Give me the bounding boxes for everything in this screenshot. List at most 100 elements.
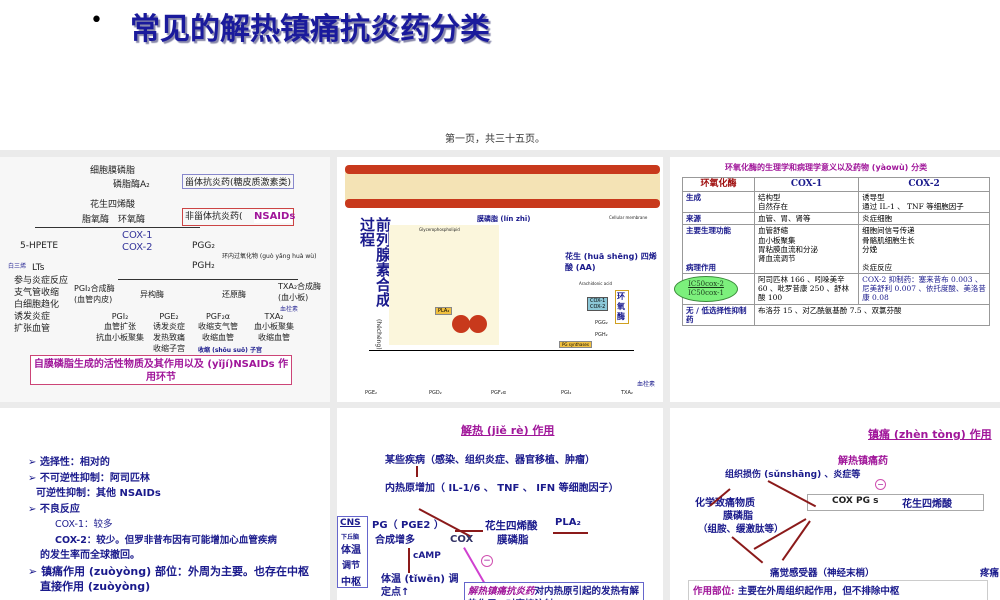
lts-effects: 参与炎症反应 支气管收缩 白细胞趋化 诱发炎症 扩张血管: [14, 275, 68, 335]
aa-label: 花生 (huā shēng) 四烯酸 (AA): [565, 252, 657, 272]
item-text: COX-2：较少。但罗非昔布因有可能增加心血管疾病: [55, 534, 277, 546]
list-item: ➢ 选择性：相对的: [28, 455, 309, 471]
cox1-label: COX-1: [122, 230, 153, 241]
pl-label: 膜磷脂: [723, 511, 753, 522]
slide-7-analgesic[interactable]: 镇痛 (zhèn tòng) 作用 解热镇痛药 组织损伤 (sǔnshāng) …: [670, 408, 1000, 600]
table-cell: 布洛芬 15 、对乙酰氨基酚 7.5 、双氯芬酸: [754, 303, 990, 326]
site-box: 作用部位: 主要在外周组织起作用，但不排除中枢: [688, 580, 988, 600]
header-cell: 环氧化酶: [682, 177, 755, 192]
row-header: 生成: [682, 190, 755, 214]
list-item: 可逆性抑制：其他 NSAIDs: [28, 486, 309, 502]
item-text: 镇痛作用 (zuòyòng) 部位：外周为主要。也存在中枢: [41, 564, 309, 578]
pgh2-label: PGH₂: [595, 332, 608, 338]
table-row: 来源血管、胃、肾等炎症细胞: [682, 212, 990, 226]
table-header-row: 环氧化酶 COX-1 COX-2: [682, 177, 990, 192]
lts-effect: 诱发炎症: [14, 312, 51, 322]
product-pgd2: PGD₂: [429, 390, 442, 396]
arrow-icon: ➢: [28, 564, 38, 578]
node-pgg2: PGG₂: [192, 241, 215, 251]
slide-4-cox-table[interactable]: 环氧化酶的生理学和病理学意义以及药物 (yàowù) 分类 环氧化酶 COX-1…: [670, 157, 1000, 402]
list-item: 直接作用 (zuòyòng): [28, 579, 309, 595]
enzyme-reductase: 还原酶: [222, 290, 246, 299]
product-pgf2a: PGF₂α: [491, 390, 507, 396]
head-circle: [469, 315, 487, 333]
list-item: ➢ 镇痛作用 (zuòyòng) 部位：外周为主要。也存在中枢: [28, 564, 309, 580]
list-item: COX-2：较少。但罗非昔布因有可能增加心血管疾病: [28, 533, 309, 549]
product-name: PGI₂: [111, 312, 129, 321]
title-bullet: •: [90, 8, 103, 33]
product-bar: [369, 350, 634, 351]
slide-5-selectivity[interactable]: ➢ 选择性：相对的 ➢ 不可逆性抑制：阿司匹林 可逆性抑制：其他 NSAIDs …: [0, 408, 330, 600]
cox-table: 环氧化酶 COX-1 COX-2 生成结构型 自然存在诱导型 通过 IL-1 、…: [674, 177, 990, 326]
row-header-cloud-cell: IC50cox-2 IC50cox-1: [674, 273, 755, 305]
slide-3-pg-synthesis[interactable]: Cellular membrane 前列腺素合成过程 (héchéng) Gly…: [337, 157, 663, 402]
setpoint: 体温 (tǐwēn) 调定点↑: [381, 574, 459, 598]
aa-label: 花生四烯酸: [485, 520, 538, 532]
product-effects: 血管扩张 抗血小板聚集: [96, 322, 144, 342]
lts-effect: 支气管收缩: [14, 288, 60, 298]
list-item: 的发生率而全球撤回。: [28, 548, 309, 564]
bullet-list: ➢ 选择性：相对的 ➢ 不可逆性抑制：阿司匹林 可逆性抑制：其他 NSAIDs …: [28, 455, 309, 595]
cox-enzyme-label: 环氧酶: [615, 290, 629, 324]
slide-title: 解热 (jiě rè) 作用: [461, 424, 555, 437]
page-footer: 第一页，共三十五页。: [445, 134, 545, 145]
steroid-box: 甾体抗炎药(糖皮质激素类): [182, 174, 295, 189]
row-header: 主要生理功能 病理作用: [682, 224, 755, 275]
hypothalamus: 下丘脑: [341, 534, 360, 541]
slide-1-title[interactable]: • 常见的解热镇痛抗炎药分类 第一页，共三十五页。: [0, 0, 1000, 150]
synthases-tag: PG synthases: [559, 341, 592, 348]
pg-increase: 合成增多: [375, 535, 415, 546]
head-circle: [452, 315, 470, 333]
node-pgh2: PGH₂: [192, 261, 215, 271]
arrow: [781, 520, 811, 561]
lts-effect: 参与炎症反应: [14, 276, 69, 286]
arrow: [416, 466, 418, 477]
lts-effect: 扩张血管: [14, 324, 51, 334]
lts-effect: 白细胞趋化: [14, 300, 60, 310]
cloud-line: IC50cox-2: [688, 279, 724, 288]
site-text: 主要在外周组织起作用，但不排除中枢: [737, 586, 900, 597]
enzyme-isomerase: 异构酶: [140, 290, 164, 299]
nsaid-box: 非甾体抗炎药(: [182, 208, 294, 226]
drug-label: 解热镇痛药: [838, 456, 888, 467]
node-pla2: 磷脂酶A₂: [113, 180, 150, 190]
slide-6-antipyretic[interactable]: 解热 (jiě rè) 作用 某些疾病（感染、组织炎症、器官移植、肿瘤） 内热原…: [337, 408, 663, 600]
thrombo-label: 血栓素: [637, 381, 656, 388]
item-text: 可逆性抑制：其他 NSAIDs: [36, 488, 161, 499]
node-aa: 花生四烯酸: [90, 200, 136, 210]
header-cell: COX-1: [753, 177, 860, 192]
ic50-cloud: IC50cox-2 IC50cox-1: [674, 275, 738, 302]
list-item: ➢ 不良反应: [28, 502, 309, 518]
product-effects: 诱发炎症 发热致痛 收缩子宫: [153, 322, 185, 353]
product-txa2: TXA₂: [621, 390, 633, 396]
table-cell: 炎症细胞: [858, 212, 990, 226]
table-title: 环氧化酶的生理学和病理学意义以及药物 (yàowù) 分类: [725, 163, 928, 172]
node-lox: 脂氧酶: [82, 215, 110, 225]
arrow: [553, 532, 588, 534]
box-left: COX PG s: [832, 496, 879, 506]
cloud-line: IC50cox-1: [688, 288, 724, 297]
slide-2-pathway[interactable]: 细胞膜磷脂 磷脂酶A₂ 甾体抗炎药(糖皮质激素类) 花生四烯酸 脂氧酶 环氧酶 …: [0, 157, 330, 402]
table-cell: COX-2 抑制药：塞来昔布 0.003 、尼美舒利 0.007 、依托度酸、美…: [858, 273, 990, 305]
cns-label: CNS: [340, 518, 361, 528]
thrombo-label: 血栓素: [280, 306, 299, 313]
table-row: IC50cox-2 IC50cox-1 阿司匹林 166 、吲哚美辛 60 、吡…: [674, 273, 990, 305]
vertical-title: 前列腺素合成过程: [358, 217, 392, 307]
nsaid-label: 非甾体抗炎药(: [185, 212, 243, 222]
row-header: 来源: [682, 212, 755, 226]
membrane-label: 膜磷脂 (lín zhī): [477, 215, 531, 223]
box-right: 花生四烯酸: [902, 499, 952, 510]
note-box: 解热镇痛抗炎药对内热原引起的发热有解热作用，对直接注射 PG: [464, 582, 644, 600]
product-name: PGF₂α: [205, 312, 231, 321]
table-cell: 阿司匹林 166 、吲哚美辛 60 、吡罗昔康 250 、舒林酸 100: [753, 273, 860, 305]
enzyme-pgi2: PGI₂合成酶 (血管内皮): [74, 284, 115, 304]
hist-label: （组胺、缓激肽等）: [698, 524, 784, 535]
enzyme-line: [118, 279, 298, 280]
cox-label: COX: [450, 534, 474, 545]
diseases: 某些疾病（感染、组织炎症、器官移植、肿瘤）: [385, 455, 595, 466]
product-pgi2: PGI₂: [561, 390, 572, 396]
item-text: 的发生率而全球撤回。: [40, 550, 140, 561]
